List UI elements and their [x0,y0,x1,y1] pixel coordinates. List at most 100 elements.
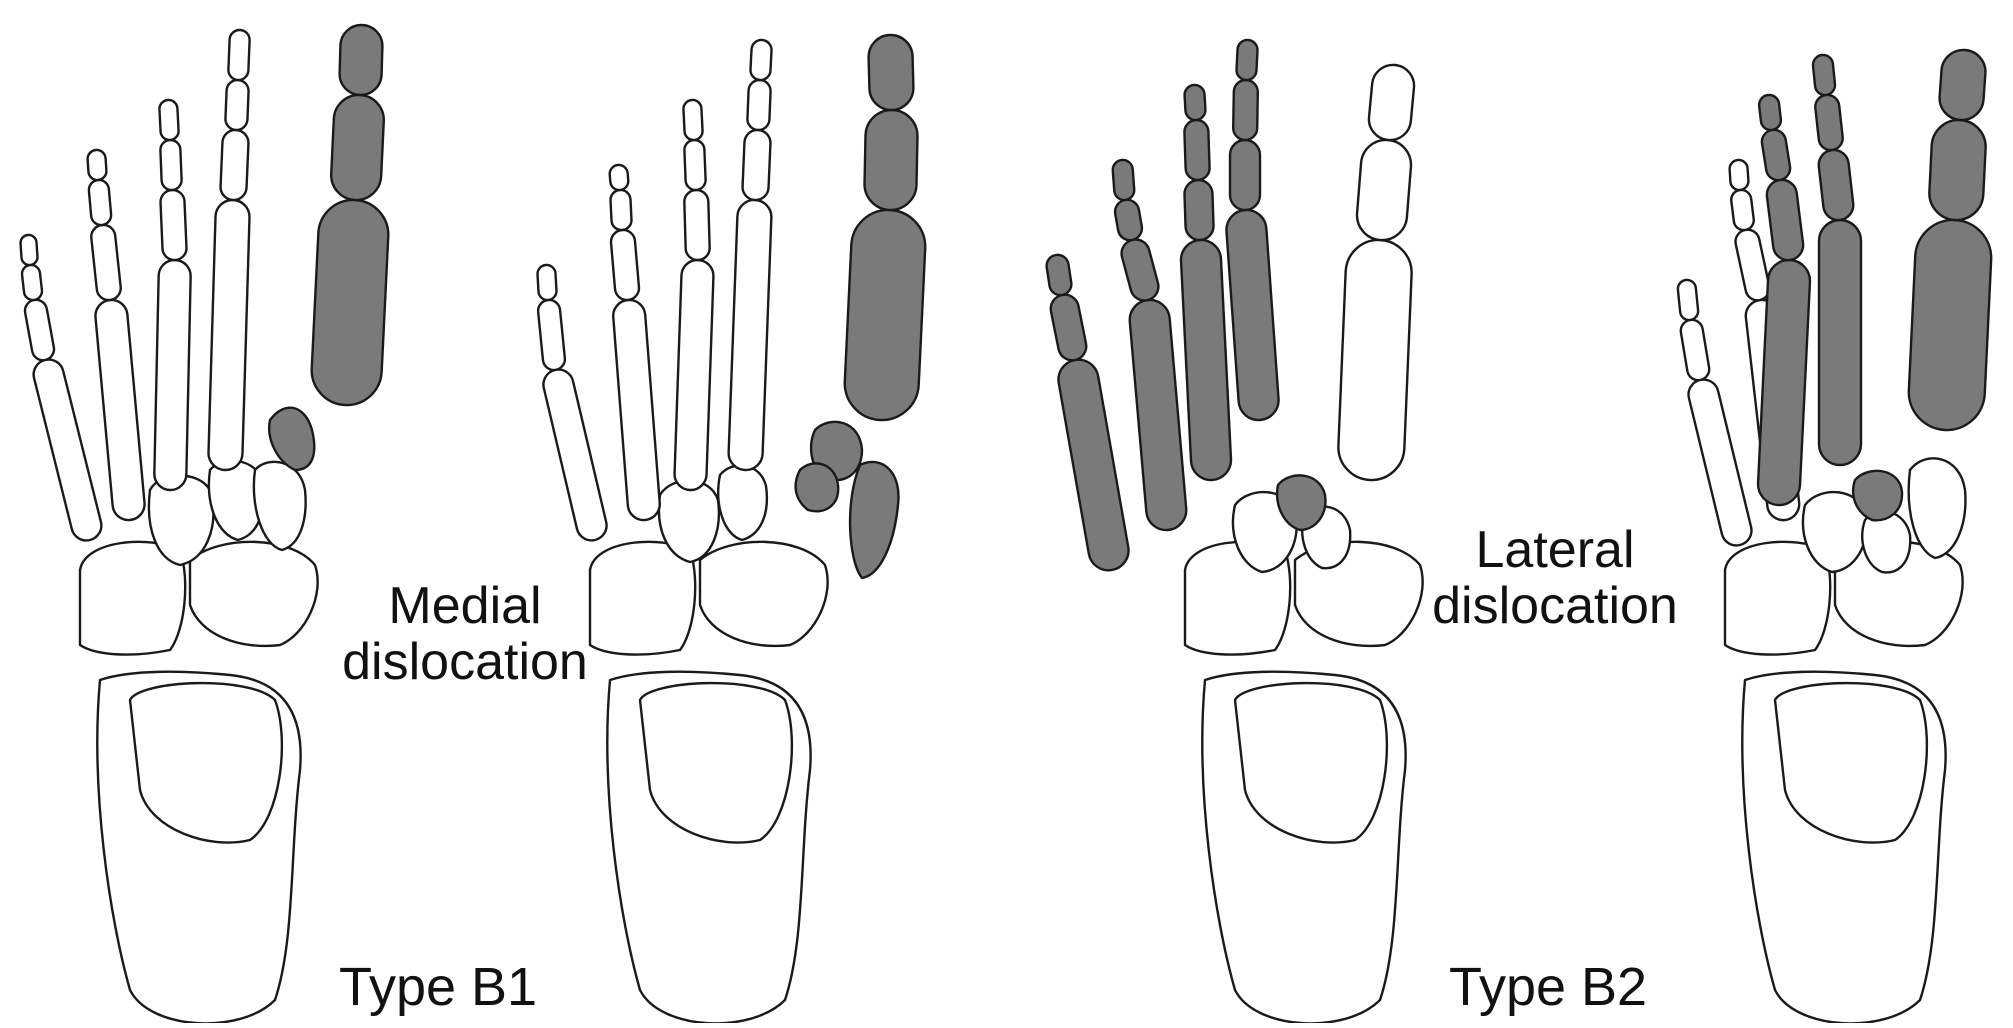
b2b-ray1-segment [1928,119,1987,222]
b2b-ray2 [1812,54,1861,465]
b2a-ray1-segment [1337,239,1413,482]
foot-b2-left [1045,40,1423,1023]
b1a-ray1-segment [339,24,383,95]
b1b-ray5-segment [537,264,557,300]
b1a-ray3-segment [160,189,187,260]
b2b-ray4-segment [1733,227,1771,302]
b2a-ray4-segment [1128,298,1188,531]
b1a-ray3-segment [154,260,191,491]
b2a-ray2 [1225,40,1280,422]
b1a-ray5 [20,234,105,543]
foot-b1-right [537,34,927,1023]
b2b-ray5-segment [1679,318,1711,382]
b1b-ray1-segment [843,208,927,422]
b1a-ray2-segment [225,80,249,131]
b2a-ray3-segment [1184,84,1206,120]
b1b-ray5 [537,264,610,543]
b1a-ray4-segment [88,179,112,226]
b1a-ray2-segment [220,129,249,200]
b2a-ray4-segment [1118,236,1161,303]
b1b-ray4-segment [610,229,640,301]
b1a-ray1 [310,24,390,406]
b2a-ray5-segment [1048,292,1088,362]
b1a-ray5-segment [21,264,43,301]
b2b-cuneiform-shaded [1853,471,1902,520]
b1b-ray3-segment [683,100,703,141]
b2a-ray3-segment [1184,120,1210,181]
b1b-ray2-segment [750,40,772,81]
b2a-ray1-segment [1367,63,1416,142]
b2a-ray5-segment [1045,253,1073,296]
b2b-ray4-segment [1730,189,1755,231]
b2a-ray1 [1337,63,1416,481]
b2b-ray3-segment [1758,94,1782,131]
b1b-ray5-segment [537,299,566,371]
type-b2-label: Type B2 [1428,958,1668,1016]
type-b1-label: Type B1 [318,958,558,1016]
b2a-ray4 [1112,159,1188,531]
b1b-ray5-segment [540,367,609,544]
b2b-ray2-segment [1812,54,1836,96]
b2b-ray5 [1677,279,1755,548]
b1a-ray2 [208,30,250,471]
b2a-ray2-segment [1225,209,1280,422]
b1a-ray5-segment [30,356,104,543]
foot-b2-right [1677,48,1993,1023]
b2b-ray1 [1907,48,1993,431]
b1a-cuneiform-medial [254,462,306,550]
lateral-dislocation-label: Lateral dislocation [1430,522,1680,634]
b1a-ray5-segment [23,298,56,362]
b2a-ray3-segment [1180,239,1232,481]
b1a-ray5-segment [20,234,38,265]
b1b-ray2 [728,40,772,471]
b1b-cuneiform-shaded-b [796,463,839,511]
b2a-ray4-segment [1112,159,1135,200]
b2b-ray3-segment [1760,128,1792,182]
b2b-ray3-segment [1765,178,1805,262]
b1b-ray4-segment [610,190,632,231]
b1b-cuneiform-shaded-c [850,462,898,578]
b1a-ray2-segment [228,30,250,81]
b1b-ray1-segment [868,34,914,110]
b1a-ray1-segment [330,94,385,201]
medial-line-1: Medial [388,577,541,635]
b1a-ray2-segment [208,199,250,470]
b2a-ray5-segment [1055,357,1131,574]
b2b-ray2-segment [1817,148,1855,221]
b1a-ray4-segment [94,299,146,522]
b2b-ray4-segment [1729,159,1749,190]
b1b-ray3-segment [674,259,714,490]
b1a-ray4 [87,149,146,521]
b2b-ray2-segment [1814,94,1844,152]
b2b-ray5-segment [1677,279,1699,321]
b2a-ray2-segment [1233,80,1258,140]
b1b-ray1-segment [864,109,918,210]
b1a-ray4-segment [87,149,107,180]
b1a-ray3-segment [160,140,182,191]
b2a-ray3-segment [1184,180,1214,241]
b1a-ray3 [154,100,191,491]
b1b-ray2-segment [728,199,772,470]
lateral-line-1: Lateral [1476,521,1635,579]
medial-dislocation-label: Medial dislocation [320,578,610,690]
b1b-ray3-segment [684,190,710,261]
b2b-ray1-segment [1938,48,1987,121]
b2a-ray3 [1180,84,1232,481]
lateral-line-2: dislocation [1432,577,1678,635]
b2a-ray1-segment [1355,138,1413,242]
b2b-ray5-segment [1685,376,1754,548]
b2a-ray2-segment [1230,140,1260,210]
b2b-ray2-segment [1819,220,1861,465]
b2a-ray4-segment [1113,198,1144,242]
b1a-navicular [190,542,318,646]
b1b-ray1 [843,34,927,421]
b1a-ray3-segment [159,100,179,141]
b1b-cuneiform-middle [718,465,767,540]
b1b-ray3-segment [684,140,706,191]
b1b-ray4-segment [609,164,629,190]
b2a-ray5 [1045,253,1132,573]
b1b-navicular [700,542,828,646]
foot-b1-left [20,24,390,1023]
